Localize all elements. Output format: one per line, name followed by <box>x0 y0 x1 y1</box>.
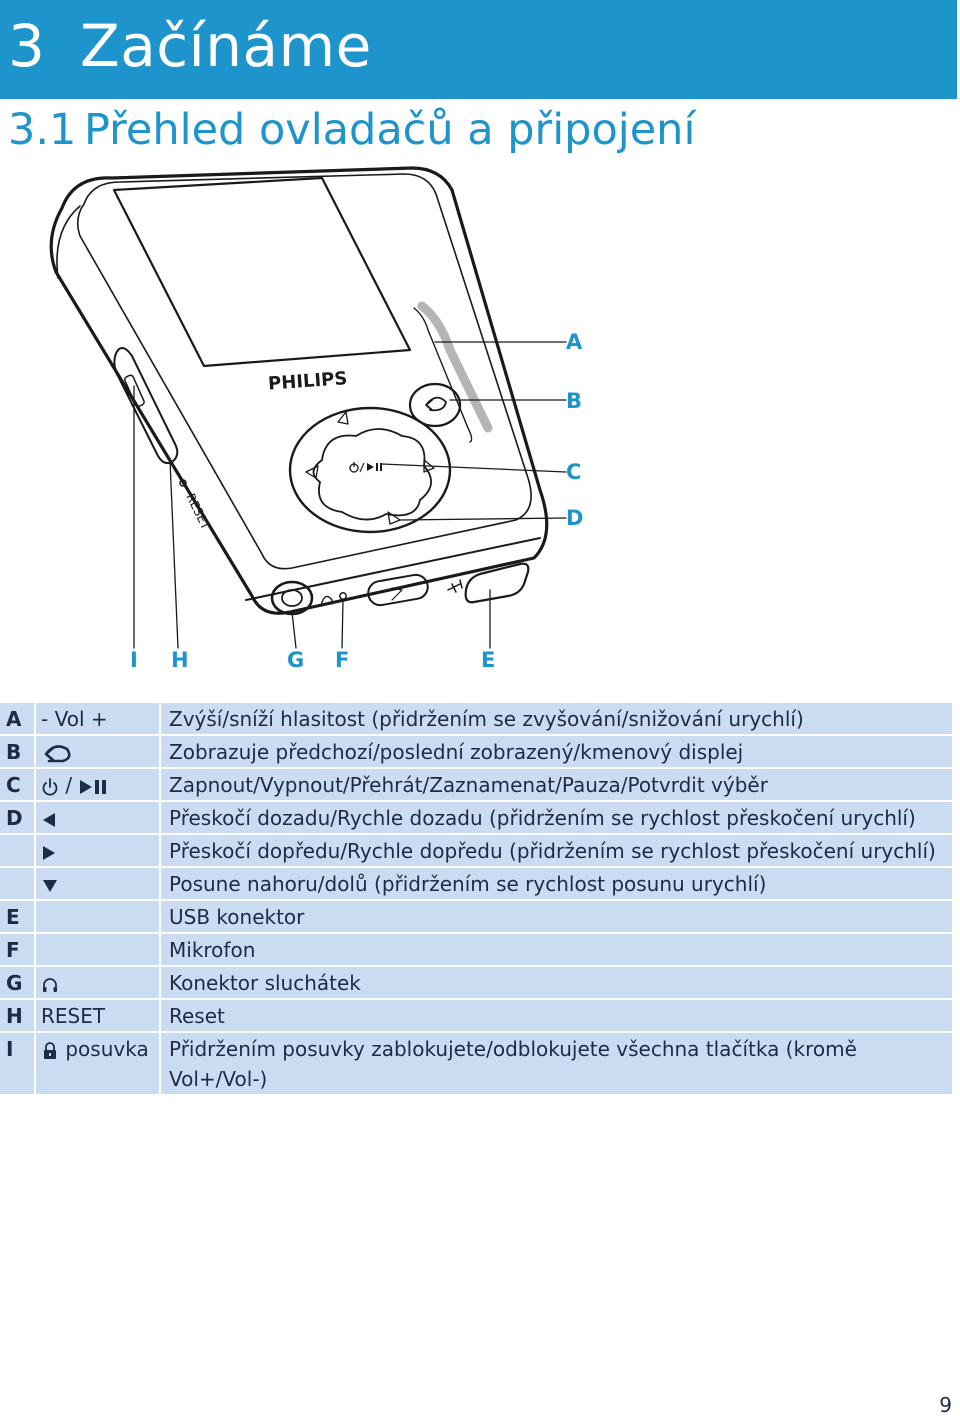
legend-control: / <box>35 768 161 802</box>
brand-logo: PHILIPS <box>267 368 348 394</box>
chapter-number: 3 <box>8 12 46 80</box>
legend-control <box>35 900 161 934</box>
legend-control <box>35 834 161 868</box>
legend-key: F <box>0 933 36 967</box>
headphone-port-icon <box>321 595 333 607</box>
legend-description: Zobrazuje předchozí/poslední zobrazený/k… <box>160 735 952 769</box>
legend-description: Přeskočí dopředu/Rychle dopředu (přidrže… <box>160 834 952 868</box>
legend-row-d-right: Přeskočí dopředu/Rychle dopředu (přidrže… <box>0 834 952 868</box>
legend-description: Mikrofon <box>160 933 952 967</box>
legend-control: posuvka <box>35 1032 161 1096</box>
center-button-icon <box>349 462 382 473</box>
legend-control-label: posuvka <box>65 1037 149 1061</box>
legend-key: H <box>0 999 36 1033</box>
legend-control <box>35 801 161 835</box>
callout-i: I <box>130 648 138 672</box>
nav-left-arrow <box>305 465 319 479</box>
down-arrow-icon <box>43 879 57 892</box>
right-arrow-icon <box>43 845 55 860</box>
usb-connector <box>464 562 530 604</box>
legend-control: RESET <box>35 999 161 1033</box>
page-number: 9 <box>939 1393 952 1417</box>
chapter-title-text: Začínáme <box>80 12 372 80</box>
callout-c: C <box>566 460 582 484</box>
back-button <box>408 382 462 428</box>
legend-control-separator: / <box>65 773 73 797</box>
legend-control <box>35 966 161 1000</box>
power-icon <box>42 777 58 796</box>
lock-icon <box>44 1041 56 1059</box>
legend-key: I <box>0 1032 36 1096</box>
legend-control <box>35 933 161 967</box>
legend-row-c: C / Zapnout/Vypnout/Přehrát/Zaznamenat/P… <box>0 768 952 802</box>
legend-description: Přidržením posuvky zablokujete/odblokuje… <box>160 1032 952 1096</box>
usb-symbol-icon <box>447 579 463 593</box>
legend-row-d: D Přeskočí dozadu/Rychle dozadu (přidrže… <box>0 801 952 835</box>
play-pause-icon <box>80 779 107 794</box>
callout-a: A <box>566 330 583 354</box>
device-body <box>49 166 549 615</box>
controls-legend-table: A - Vol + Zvýší/sníží hlasitost (přidrže… <box>0 703 952 1096</box>
callout-f: F <box>335 648 350 672</box>
legend-row-d-down: Posune nahoru/dolů (přidržením se rychlo… <box>0 867 952 901</box>
device-drawing: PHILIPS RESET <box>49 166 567 649</box>
headphone-jack <box>270 580 314 616</box>
device-screen <box>112 176 412 368</box>
legend-key: G <box>0 966 36 1000</box>
back-icon <box>425 396 447 412</box>
legend-row-i: I posuvka Přidržením posuvky zablokujete… <box>0 1032 952 1096</box>
legend-row-b: B Zobrazuje předchozí/poslední zobrazený… <box>0 735 952 769</box>
legend-description: Posune nahoru/dolů (přidržením se rychlo… <box>160 867 952 901</box>
chapter-header-bar: 3 Začínáme <box>0 0 957 99</box>
legend-description: USB konektor <box>160 900 952 934</box>
nav-pad-ring <box>288 406 452 534</box>
legend-control <box>35 735 161 769</box>
legend-key: A <box>0 703 36 736</box>
legend-row-a: A - Vol + Zvýší/sníží hlasitost (přidrže… <box>0 703 952 736</box>
callout-h: H <box>171 648 189 672</box>
nav-down-arrow <box>387 511 401 525</box>
reset-label: RESET <box>183 491 213 532</box>
legend-row-g: G Konektor sluchátek <box>0 966 952 1000</box>
legend-control <box>35 867 161 901</box>
reset-hole <box>179 479 187 487</box>
lock-slider <box>113 347 179 465</box>
legend-row-h: H RESET Reset <box>0 999 952 1033</box>
legend-description: Zvýší/sníží hlasitost (přidržením se zvy… <box>160 703 952 736</box>
legend-description: Přeskočí dozadu/Rychle dozadu (přidržení… <box>160 801 952 835</box>
callout-g: G <box>287 648 305 672</box>
legend-row-e: E USB konektor <box>0 900 952 934</box>
legend-description: Zapnout/Vypnout/Přehrát/Zaznamenat/Pauza… <box>160 768 952 802</box>
nav-up-arrow <box>337 411 349 425</box>
legend-key: B <box>0 735 36 769</box>
device-face <box>76 173 532 570</box>
callout-e: E <box>481 648 496 672</box>
legend-description: Konektor sluchátek <box>160 966 952 1000</box>
callout-b: B <box>566 389 583 413</box>
legend-key <box>0 867 36 901</box>
legend-control: - Vol + <box>35 703 161 736</box>
legend-key <box>0 834 36 868</box>
legend-key: D <box>0 801 36 835</box>
section-title-text: Přehled ovladačů a připojení <box>84 105 696 155</box>
device-illustration: PHILIPS RESET A B C D I H G F E <box>0 160 960 700</box>
chapter-title: 3 Začínáme <box>8 10 372 82</box>
legend-key: E <box>0 900 36 934</box>
back-icon <box>44 744 71 762</box>
left-arrow-icon <box>43 812 55 827</box>
legend-key: C <box>0 768 36 802</box>
legend-row-f: F Mikrofon <box>0 933 952 967</box>
callout-d: D <box>566 506 584 530</box>
headphones-icon <box>43 977 57 992</box>
nav-pad-center <box>312 428 432 521</box>
section-number: 3.1 <box>8 105 77 155</box>
legend-description: Reset <box>160 999 952 1033</box>
usb-port-slot <box>367 573 429 607</box>
microphone-hole <box>339 592 347 600</box>
